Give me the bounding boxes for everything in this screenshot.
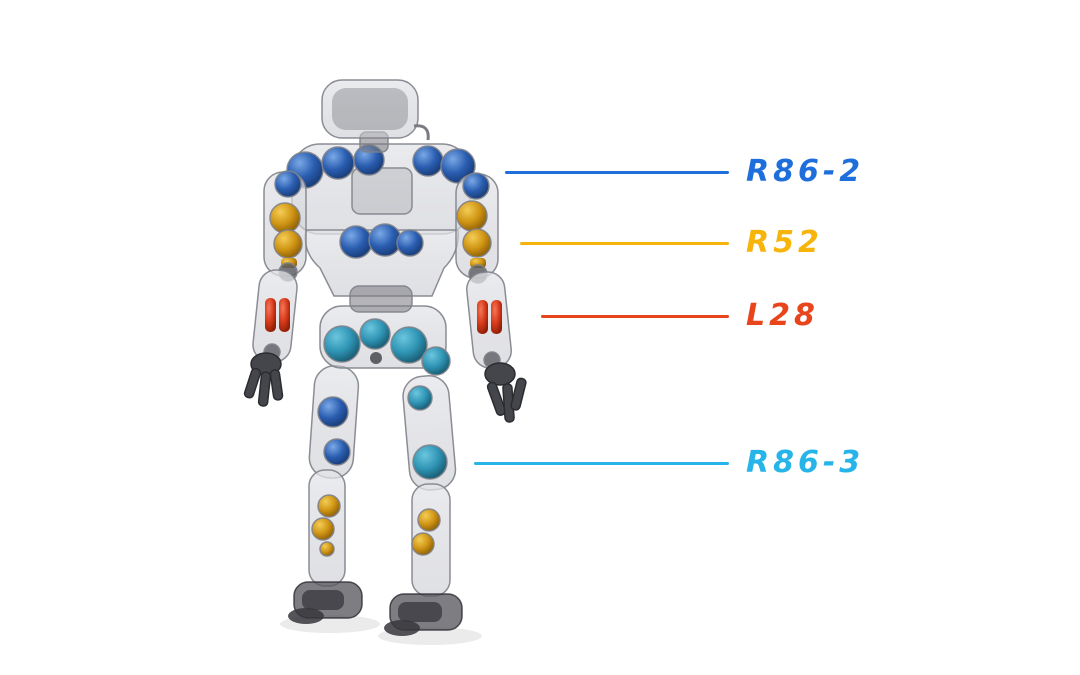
callout-r86-3: R86-3 (474, 448, 864, 478)
robot-torso (286, 143, 476, 313)
label-l28: L28 (746, 298, 819, 333)
leader-line-r86-3 (474, 461, 729, 465)
label-r52: R52 (746, 225, 823, 260)
robot-pelvis (319, 305, 451, 376)
robot-left-arm (243, 170, 307, 407)
leader-line-r52 (520, 241, 729, 245)
leader-line-l28 (541, 314, 729, 318)
robot-right-leg (402, 375, 457, 597)
callout-l28: L28 (541, 301, 819, 331)
robot-feet (288, 581, 463, 636)
callout-r86-2: R86-2 (505, 157, 864, 187)
callout-r52: R52 (520, 228, 823, 258)
label-r86-3: R86-3 (746, 445, 865, 480)
robot-left-leg (308, 365, 360, 587)
robot-right-arm (455, 172, 527, 423)
label-r86-2: R86-2 (746, 154, 865, 189)
leader-line-r86-2 (505, 170, 729, 174)
robot-head (321, 79, 430, 153)
